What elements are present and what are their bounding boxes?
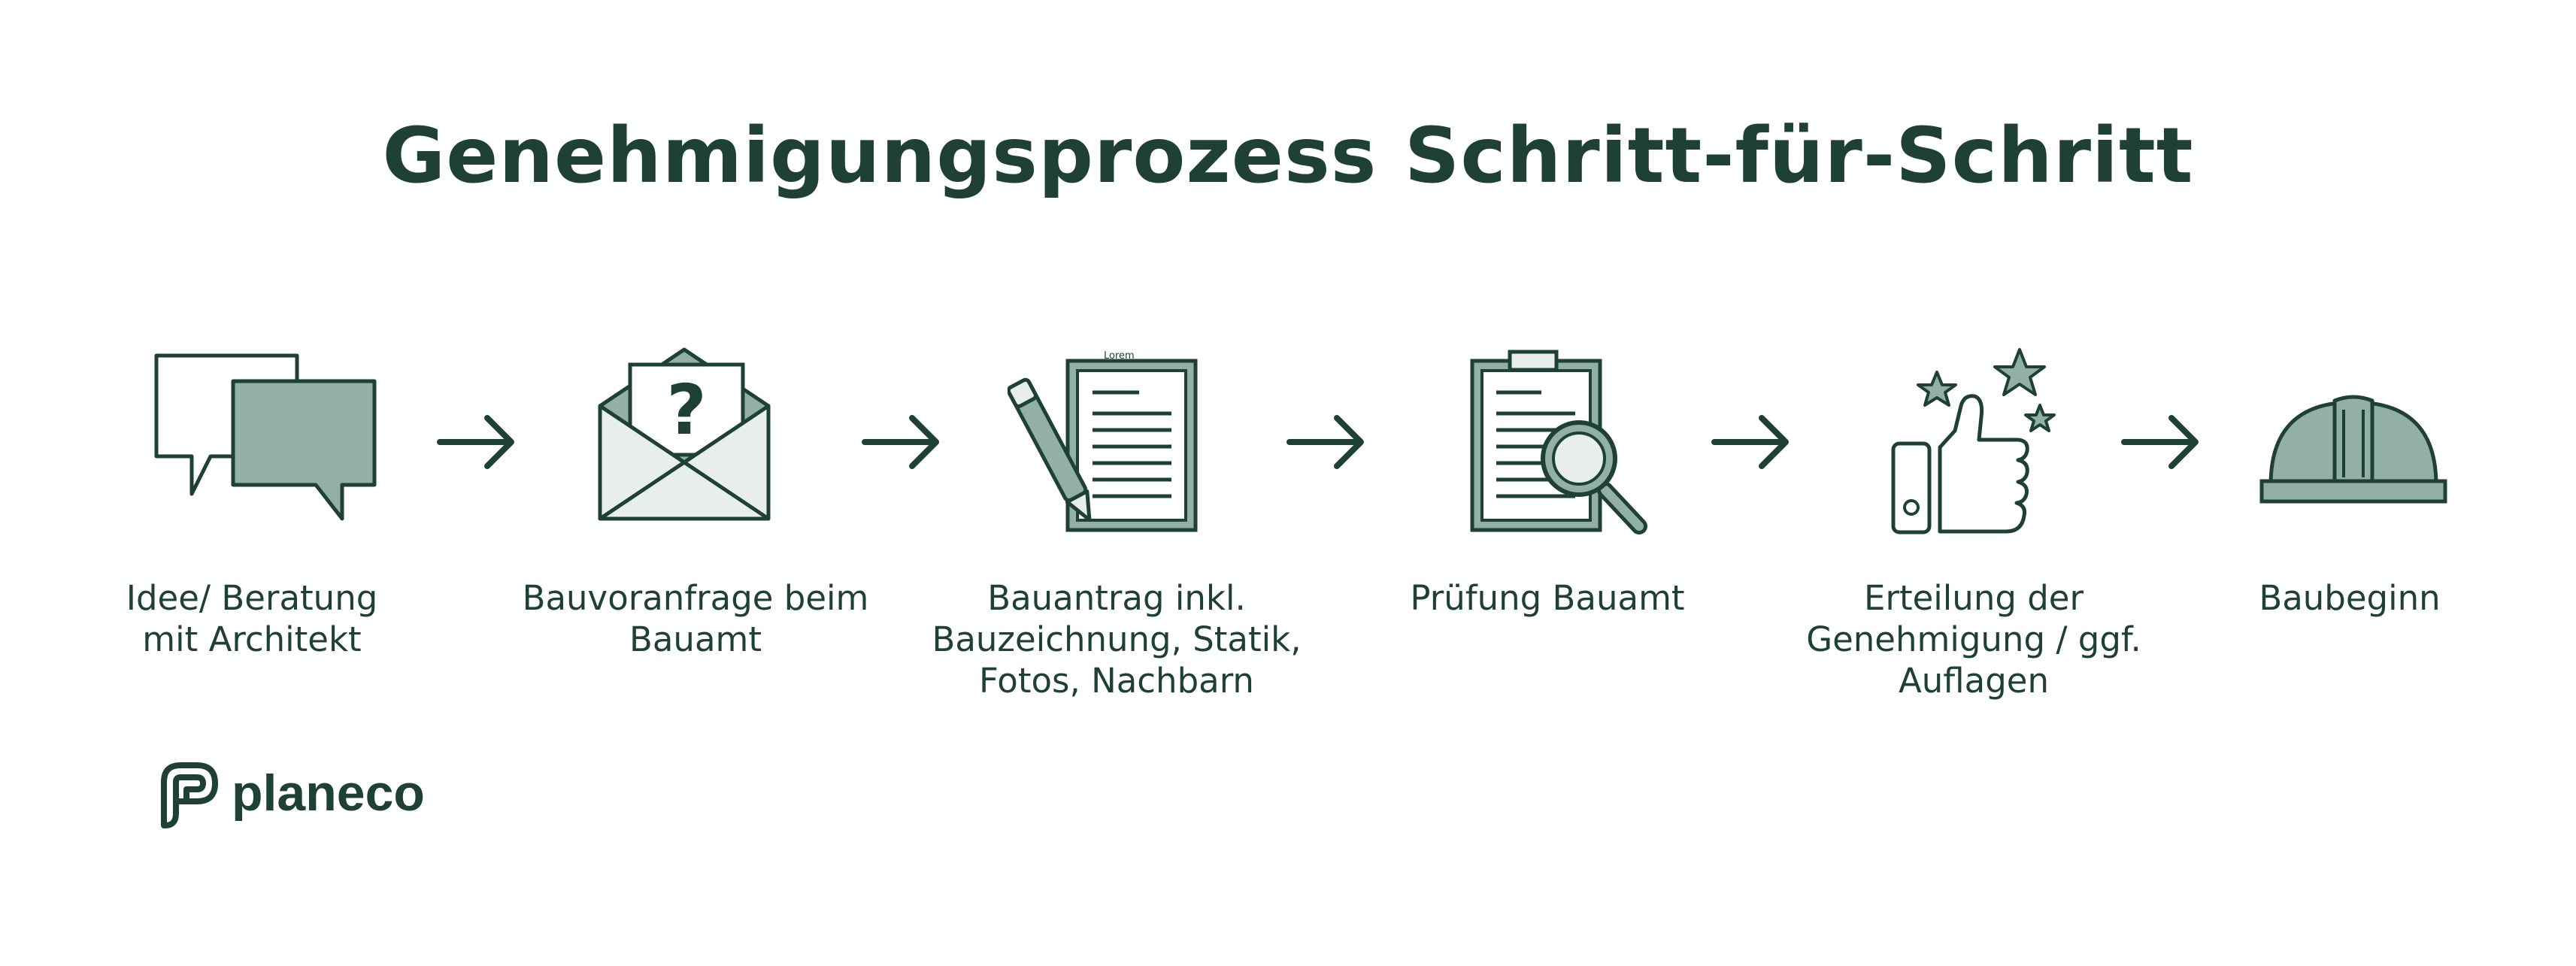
step-label-4: Prüfung Bauamt	[1410, 578, 1685, 618]
step-label-2: Bauvoranfrage beim Bauamt	[522, 578, 869, 659]
arrow-right-icon	[1286, 415, 1364, 469]
logo-text: planeco	[232, 765, 425, 822]
step-label-5: Erteilung der Genehmigung / ggf. Auflage…	[1806, 578, 2141, 701]
arrow-right-icon	[862, 415, 939, 469]
page-title: Genehmigungsprozess Schritt-für-Schritt	[382, 111, 2194, 201]
arrow-right-icon	[1711, 415, 1789, 469]
thumbs-up-stars-icon	[1891, 348, 2056, 534]
speech-bubbles-icon	[154, 353, 377, 521]
step-label-1: Idee/ Beratung mit Architekt	[126, 578, 378, 659]
arrow-right-icon	[437, 415, 514, 469]
svg-text:?: ?	[666, 370, 706, 450]
clipboard-magnifier-icon	[1470, 350, 1647, 534]
arrow-right-icon	[2121, 415, 2199, 469]
step-label-6: Baubeginn	[2259, 578, 2441, 618]
envelope-question-icon: ?	[598, 347, 771, 521]
document-pen-icon: Lorem	[1008, 350, 1198, 532]
document-text: Lorem	[1104, 350, 1135, 362]
hard-hat-icon	[2259, 395, 2447, 504]
planeco-logo-icon	[161, 762, 218, 828]
step-label-3: Bauantrag inkl. Bauzeichnung, Statik, Fo…	[932, 578, 1302, 701]
